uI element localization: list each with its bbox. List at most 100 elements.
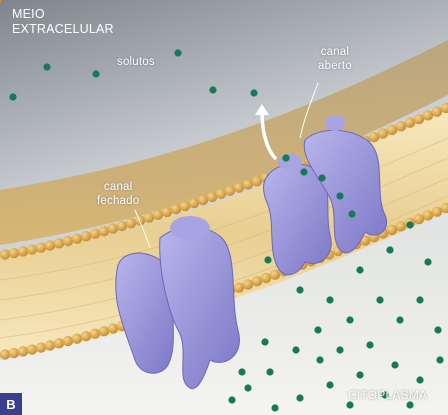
phospholipid-head: [26, 244, 38, 255]
phospholipid-head: [80, 331, 92, 342]
phospholipid-head: [53, 238, 65, 249]
phospholipid-head: [89, 328, 101, 339]
solute-dot-icon: [326, 296, 334, 304]
solute-dot-icon: [391, 361, 399, 369]
cytoplasm-label: CITOPLASMA: [348, 388, 428, 402]
open-channel-leader: [299, 82, 319, 139]
solutes-label: solutos: [117, 56, 155, 68]
closed-channel-protein: [115, 216, 240, 390]
phospholipid-head: [17, 246, 29, 257]
phospholipid-head: [269, 269, 281, 280]
phospholipid-head: [440, 202, 448, 214]
phospholipid-head: [80, 231, 92, 242]
phospholipid-head: [35, 342, 47, 353]
phospholipid-head: [188, 197, 200, 209]
closed-channel-leader: [134, 209, 151, 249]
phospholipid-head: [44, 340, 56, 351]
solute-dot-icon: [9, 93, 17, 101]
phospholipid-head: [0, 0, 2, 4]
solute-dot-icon: [296, 394, 304, 402]
phospholipid-head: [215, 188, 227, 200]
phospholipid-head: [386, 224, 398, 236]
phospholipid-head: [431, 206, 443, 217]
solute-dot-icon: [346, 316, 354, 324]
solute-dot-icon: [300, 168, 308, 176]
phospholipid-head: [0, 249, 11, 260]
phospholipid-head: [197, 194, 209, 206]
phospholipid-head: [116, 220, 128, 232]
phospholipid-head: [152, 209, 164, 221]
solute-dot-icon: [174, 49, 182, 57]
phospholipid-head: [413, 213, 425, 225]
solute-dot-icon: [266, 368, 274, 376]
solute-dot-icon: [416, 296, 424, 304]
solute-dot-icon: [416, 376, 424, 384]
extracellular-label: MEIO EXTRACELULAR: [12, 7, 114, 36]
solute-dot-icon: [346, 401, 354, 409]
phospholipid-head: [179, 200, 191, 212]
phospholipid-head: [206, 191, 218, 203]
solute-dot-icon: [326, 381, 334, 389]
solute-dot-icon: [406, 401, 414, 409]
solute-dot-icon: [436, 356, 444, 364]
membrane-surface-far: [0, 40, 448, 245]
phospholipid-head: [233, 182, 245, 193]
arrow-up-icon: [255, 104, 277, 160]
phospholipid-head: [395, 221, 407, 232]
phospholipid-head: [251, 175, 263, 187]
phospholipid-head: [377, 128, 389, 139]
solute-dot-icon: [292, 346, 300, 354]
open-channel-protein: [263, 115, 388, 276]
phospholipid-head: [395, 121, 407, 132]
phospholipid-head: [170, 203, 182, 215]
solute-dot-icon: [316, 356, 324, 364]
solute-dot-icon: [396, 316, 404, 324]
phospholipid-head: [71, 233, 83, 244]
phospholipid-head: [422, 110, 434, 121]
phospholipid-head: [107, 323, 119, 334]
phospholipid-head: [44, 240, 56, 251]
phospholipid-head: [242, 179, 254, 190]
phospholipid-head: [404, 117, 416, 128]
solute-dot-icon: [381, 391, 389, 399]
solute-dot-icon: [296, 286, 304, 294]
solute-dot-icon: [282, 154, 290, 162]
phospholipid-head: [251, 275, 263, 287]
solute-dots: [9, 49, 444, 412]
phospholipid-head: [98, 325, 110, 337]
phospholipid-head: [161, 206, 173, 218]
solute-dot-icon: [356, 266, 364, 274]
phospholipid-head: [53, 338, 65, 349]
solute-dot-icon: [244, 384, 252, 392]
solute-dot-icon: [228, 396, 236, 404]
phospholipid-head: [89, 228, 101, 239]
phospholipid-head: [134, 215, 146, 226]
phospholipid-head: [35, 242, 47, 253]
phospholipid-head: [368, 131, 380, 143]
closed-channel-label: canal fechado: [97, 181, 140, 207]
solute-dot-icon: [406, 221, 414, 229]
phospholipid-head: [8, 247, 20, 259]
panel-letter: B: [0, 393, 22, 415]
solute-dot-icon: [271, 404, 279, 412]
phospholipid-head: [422, 210, 434, 221]
solute-dot-icon: [318, 174, 326, 182]
solute-dot-icon: [314, 326, 322, 334]
phospholipid-head: [260, 272, 272, 284]
solute-dot-icon: [209, 86, 217, 94]
solute-dot-icon: [386, 246, 394, 254]
open-channel-label: canal aberto: [318, 46, 352, 72]
solute-dot-icon: [43, 63, 51, 71]
phospholipid-head: [71, 333, 83, 344]
phospholipid-head: [233, 282, 245, 293]
phospholipid-head: [107, 223, 119, 234]
solute-dot-icon: [376, 296, 384, 304]
solute-dot-icon: [424, 258, 432, 266]
solute-dot-icon: [366, 341, 374, 349]
phospholipid-head: [440, 102, 448, 114]
phospholipid-head: [62, 235, 74, 247]
solute-dot-icon: [261, 338, 269, 346]
phospholipid-head: [62, 335, 74, 347]
